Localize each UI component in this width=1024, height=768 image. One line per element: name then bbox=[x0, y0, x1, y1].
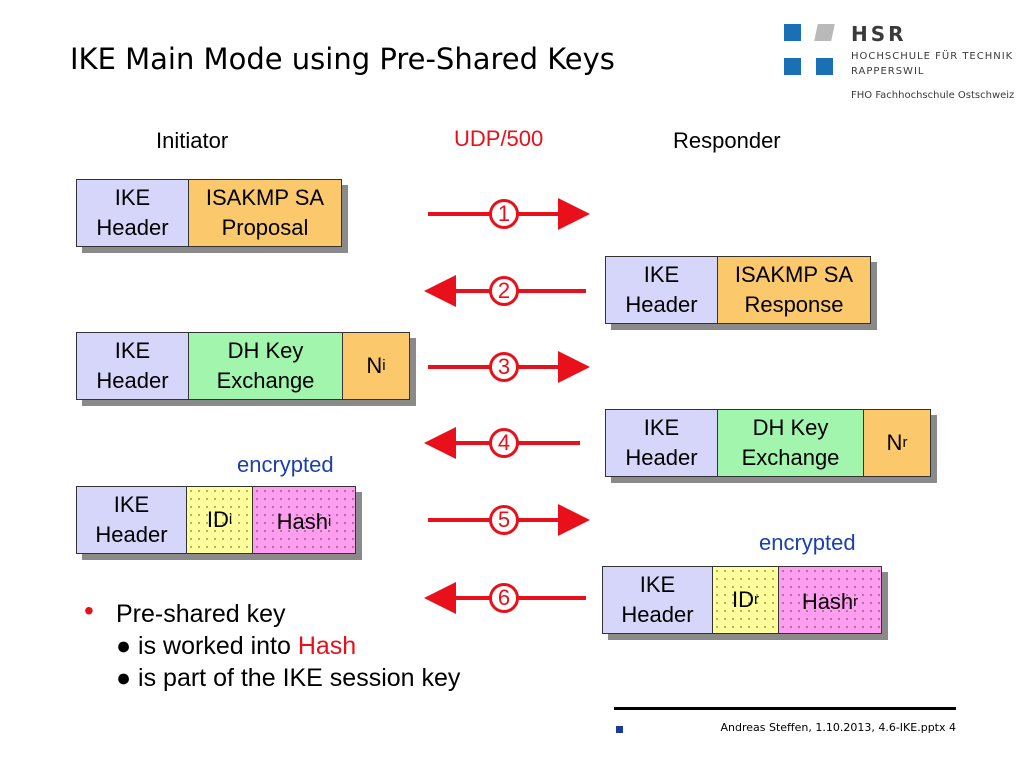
logo-line-2: RAPPERSWIL bbox=[851, 66, 925, 77]
step-5-badge: 5 bbox=[489, 505, 519, 535]
bullet-main: Pre-shared key bbox=[116, 600, 286, 628]
step-2-badge: 2 bbox=[489, 276, 519, 306]
footer-square-icon bbox=[616, 726, 623, 733]
logo-name: HSR bbox=[851, 22, 907, 46]
encrypted-label-initiator: encrypted bbox=[237, 452, 334, 477]
footer-divider bbox=[614, 707, 956, 710]
logo-line-3: FHO Fachhochschule Ostschweiz bbox=[851, 90, 1015, 101]
responder-heading: Responder bbox=[673, 128, 781, 153]
step-6-badge: 6 bbox=[489, 583, 519, 613]
initiator-heading: Initiator bbox=[156, 128, 229, 153]
slide-title: IKE Main Mode using Pre-Shared Keys bbox=[70, 42, 615, 76]
bullet-icon: • bbox=[84, 595, 94, 626]
step-1-badge: 1 bbox=[489, 199, 519, 229]
step-3-badge: 3 bbox=[489, 352, 519, 382]
bullet-sub-1: ● is worked into Hash bbox=[116, 632, 357, 660]
bullet-sub-2: ● is part of the IKE session key bbox=[116, 664, 461, 692]
logo-square-icon bbox=[784, 24, 801, 41]
step-4-badge: 4 bbox=[489, 428, 519, 458]
logo-square-icon bbox=[784, 58, 801, 75]
hash-highlight: Hash bbox=[297, 632, 357, 660]
hsr-logo: HSR HOCHSCHULE FÜR TECHNIK RAPPERSWIL FH… bbox=[784, 22, 1019, 104]
protocol-heading: UDP/500 bbox=[454, 126, 544, 151]
encrypted-label-responder: encrypted bbox=[759, 530, 856, 555]
logo-line-1: HOCHSCHULE FÜR TECHNIK bbox=[851, 51, 1014, 62]
footer-text: Andreas Steffen, 1.10.2013, 4.6-IKE.pptx… bbox=[720, 721, 957, 734]
logo-square-icon bbox=[816, 58, 833, 75]
